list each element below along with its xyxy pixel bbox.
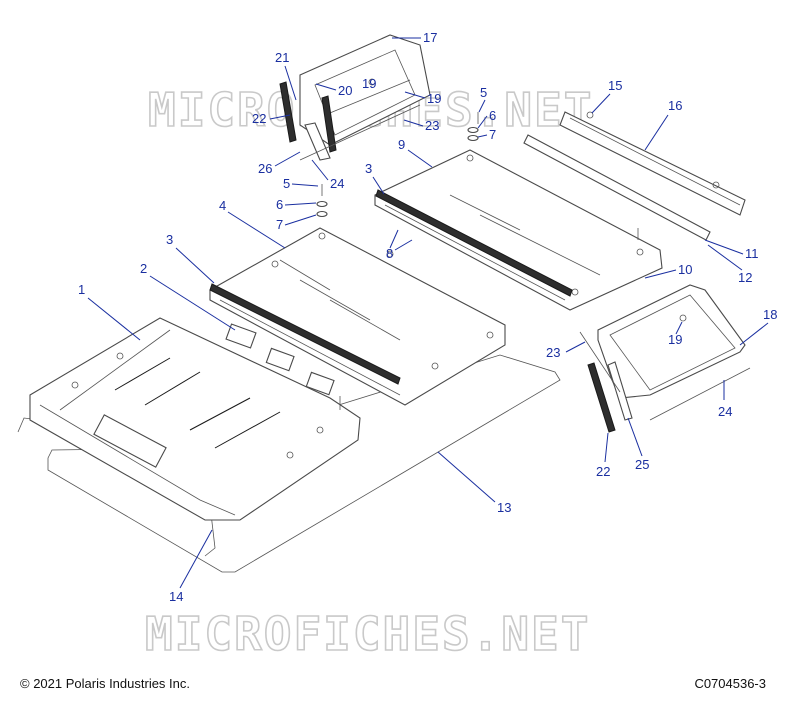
callout-22-rear: 22 — [596, 464, 610, 479]
callout-8: 8 — [386, 246, 393, 261]
callout-2: 2 — [140, 261, 147, 276]
fasteners — [316, 78, 687, 410]
part-4-center-roof-panel — [209, 227, 506, 406]
callout-24-rear: 24 — [718, 404, 732, 419]
part-23-strip-rear — [579, 331, 621, 393]
part-21-strip — [279, 81, 297, 143]
callout-16: 16 — [668, 98, 682, 113]
callout-23-rear: 23 — [546, 345, 560, 360]
callout-18: 18 — [763, 307, 777, 322]
callout-19-front-a: 19 — [362, 76, 376, 91]
figure-code: C0704536-3 — [694, 676, 766, 691]
callout-14: 14 — [169, 589, 183, 604]
callout-4: 4 — [219, 198, 226, 213]
callout-6-rear: 6 — [489, 108, 496, 123]
callout-7-rear: 7 — [489, 127, 496, 142]
callouts: 21 17 20 19 19 22 23 26 24 15 16 5 6 7 9… — [78, 30, 777, 604]
watermark-bottom: MICROFICHES.NET — [145, 607, 590, 661]
callout-1: 1 — [78, 282, 85, 297]
callout-10: 10 — [678, 262, 692, 277]
callout-12: 12 — [738, 270, 752, 285]
callout-11: 11 — [745, 246, 759, 261]
callout-3-center: 3 — [166, 232, 173, 247]
part-3-seal-center — [209, 283, 401, 385]
part-2-blocks — [225, 323, 335, 396]
callout-3-rear: 3 — [365, 161, 372, 176]
copyright-notice: © 2021 Polaris Industries Inc. — [20, 676, 190, 691]
callout-13: 13 — [497, 500, 511, 515]
callout-17: 17 — [423, 30, 437, 45]
part-24-rod-rear — [649, 367, 751, 421]
callout-5-center: 5 — [283, 176, 290, 191]
callout-22-front: 22 — [252, 111, 266, 126]
part-9-rear-roof-panel — [374, 149, 663, 311]
callout-21: 21 — [275, 50, 289, 65]
callout-19-rear: 19 — [668, 332, 682, 347]
parts-drawing — [17, 34, 751, 573]
callout-25: 25 — [635, 457, 649, 472]
callout-24-front: 24 — [330, 176, 344, 191]
callout-26: 26 — [258, 161, 272, 176]
part-17-front-frame — [299, 34, 431, 161]
part-24-rod-front — [299, 104, 421, 161]
callout-23-front: 23 — [425, 118, 439, 133]
callout-19-front-b: 19 — [427, 91, 441, 106]
callout-7-center: 7 — [276, 217, 283, 232]
callout-6-center: 6 — [276, 197, 283, 212]
callout-20: 20 — [338, 83, 352, 98]
part-16-rear-rail — [559, 111, 746, 216]
callout-15: 15 — [608, 78, 622, 93]
part-3-seal-rear — [375, 189, 573, 297]
part-18-rear-frame — [597, 284, 746, 421]
callout-5-rear: 5 — [480, 85, 487, 100]
part-22-strip — [321, 95, 337, 153]
callout-9: 9 — [398, 137, 405, 152]
part-1-front-roof-panel — [29, 317, 361, 521]
part-22-strip-rear — [587, 362, 616, 433]
